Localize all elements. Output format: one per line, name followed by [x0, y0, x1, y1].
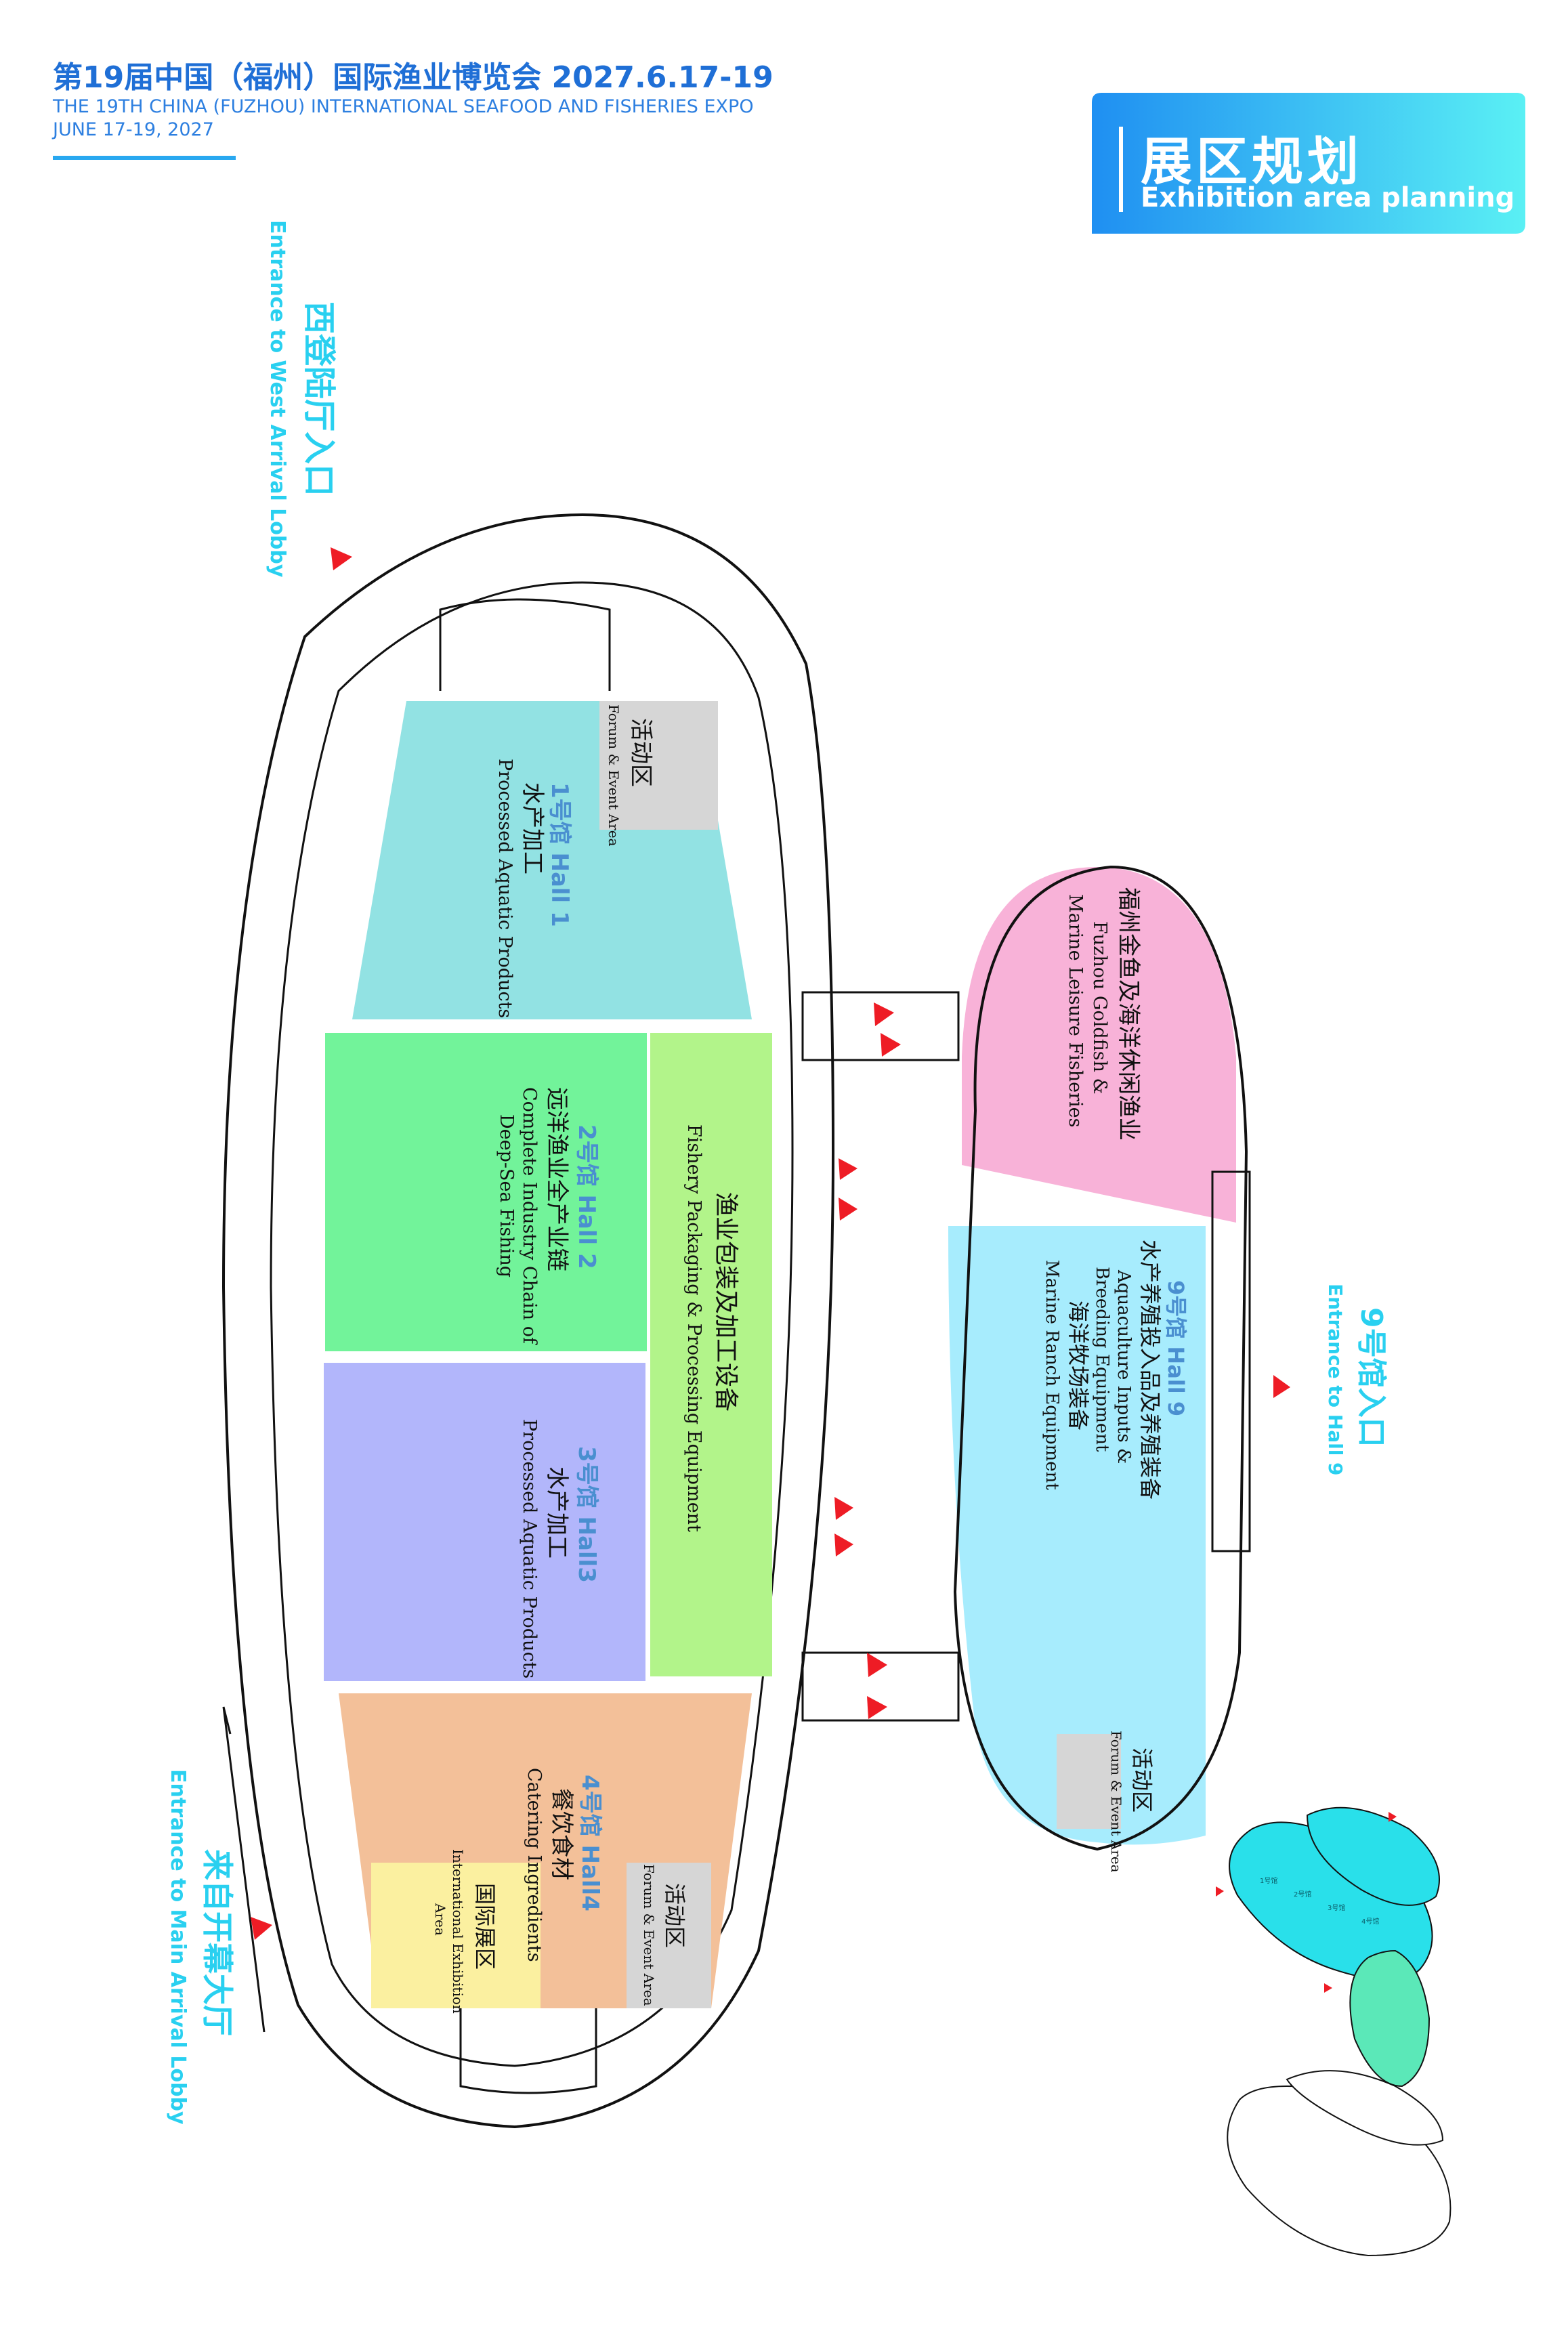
international-cn: 国际展区 [472, 1883, 498, 1970]
badge-background [1092, 93, 1525, 234]
hall-9-cn-1: 水产养殖投入品及养殖装备 [1137, 1240, 1163, 1500]
minimap-label-4: 4号馆 [1361, 1917, 1379, 1926]
hall-3-name: 3号馆 Hall3 [573, 1446, 600, 1583]
hall-1-cn: 水产加工 [519, 782, 546, 874]
header-underline [53, 156, 236, 160]
hall-9-en-1: Aquaculture Inputs & [1114, 1269, 1134, 1464]
hall-9-event-cn: 活动区 [1129, 1748, 1155, 1813]
hall-1-event-cn: 活动区 [627, 718, 654, 787]
hall-1-event-en: Forum & Event Area [606, 704, 622, 847]
hall-1-labels: 1号馆 Hall 1 水产加工 Processed Aquatic Produc… [494, 759, 573, 1018]
hall-3-en: Processed Aquatic Products [519, 1419, 540, 1678]
hall-9-en-3: Marine Ranch Equipment [1042, 1260, 1062, 1490]
west-entrance-label: 西登陆厅入口 Entrance to West Arrival Lobby [266, 220, 338, 578]
badge-divider [1119, 127, 1123, 212]
main-entrance-cn: 来自开幕大厅 [199, 1849, 236, 2036]
hall-1-name: 1号馆 Hall 1 [546, 782, 573, 927]
hall-1-event-area [599, 701, 718, 830]
hall-9-leisure-cn: 福州金鱼及海洋休闲渔业 [1115, 887, 1142, 1141]
hall-1-en: Processed Aquatic Products [494, 759, 515, 1018]
hall-4-en: Catering Ingredients [524, 1768, 545, 1962]
hall-2-en-2: Deep-Sea Fishing [496, 1114, 517, 1277]
hall-9-event-area [1057, 1734, 1121, 1829]
badge-title-en: Exhibition area planning [1141, 182, 1515, 213]
expo-subtitle-en: THE 19TH CHINA (FUZHOU) INTERNATIONAL SE… [53, 96, 754, 117]
hall-2-name: 2号馆 Hall 2 [573, 1124, 600, 1269]
hall-4-event-labels: 活动区 Forum & Event Area [641, 1864, 687, 2006]
hall-2-labels: 2号馆 Hall 2 远洋渔业全产业链 Complete Industry Ch… [496, 1087, 600, 1345]
main-building-outline [221, 513, 835, 2129]
hall9-entrance-label: 9号馆入口 Entrance to Hall 9 [1324, 1284, 1389, 1476]
hall9-entrance-en: Entrance to Hall 9 [1324, 1284, 1347, 1476]
hall-9-leisure-labels: 福州金鱼及海洋休闲渔业 Fuzhou Goldfish & Marine Lei… [1065, 887, 1142, 1141]
international-en-1: International Exhibition [450, 1849, 466, 2014]
hall-9-event-en: Forum & Event Area [1108, 1731, 1124, 1873]
hall-2-cn: 远洋渔业全产业链 [543, 1087, 570, 1271]
badge-title-cn: 展区规划 [1141, 131, 1363, 192]
hall-4-cn: 餐饮食材 [548, 1788, 575, 1880]
minimap-label-3: 3号馆 [1328, 1903, 1345, 1912]
hall-2-en-1: Complete Industry Chain of [519, 1087, 540, 1345]
hall-4-event-cn: 活动区 [662, 1883, 687, 1948]
fishery-packaging-labels: 渔业包装及加工设备 Fishery Packaging & Processing… [683, 1124, 740, 1532]
hall-9-en-2: Breeding Equipment [1092, 1267, 1112, 1452]
hall-4-event-en: Forum & Event Area [641, 1864, 657, 2006]
hall9-entrance-cn: 9号馆入口 [1354, 1307, 1389, 1447]
hall-9-name: 9号馆 Hall 9 [1163, 1280, 1189, 1416]
hall-4-labels: 4号馆 Hall4 餐饮食材 Catering Ingredients [524, 1768, 603, 1962]
hall-3-cn: 水产加工 [543, 1466, 570, 1559]
hall-9-building [948, 865, 1251, 1851]
hall-4-name: 4号馆 Hall4 [576, 1775, 603, 1911]
section-badge: 展区规划 Exhibition area planning [1092, 93, 1525, 234]
hall-9-leisure-en-2: Marine Leisure Fisheries [1065, 894, 1086, 1127]
minimap: 1号馆 2号馆 3号馆 4号馆 [1216, 1806, 1452, 2257]
hall-9-cn-2: 海洋牧场装备 [1065, 1300, 1091, 1431]
hall-9-labels: 9号馆 Hall 9 水产养殖投入品及养殖装备 Aquaculture Inpu… [1042, 1240, 1189, 1500]
minimap-label-2: 2号馆 [1294, 1890, 1311, 1899]
international-zone [371, 1863, 541, 2008]
fishery-packaging-en: Fishery Packaging & Processing Equipment [683, 1124, 704, 1532]
main-entrance-en: Entrance to Main Arrival Lobby [166, 1769, 190, 2125]
minimap-label-1: 1号馆 [1260, 1876, 1277, 1885]
international-en-2: Area [432, 1903, 448, 1936]
west-entrance-en: Entrance to West Arrival Lobby [266, 220, 289, 578]
fishery-packaging-zone [650, 1033, 772, 1676]
hall-2-zone [325, 1033, 647, 1351]
entrance-markers [251, 547, 1290, 1940]
main-entrance-label: 来自开幕大厅 Entrance to Main Arrival Lobby [166, 1769, 236, 2125]
hall-9-event-labels: 活动区 Forum & Event Area [1108, 1731, 1155, 1873]
hall-9-leisure-en-1: Fuzhou Goldfish & [1089, 921, 1110, 1095]
west-entrance-cn: 西登陆厅入口 [300, 301, 338, 496]
hall-3-labels: 3号馆 Hall3 水产加工 Processed Aquatic Product… [519, 1419, 600, 1678]
expo-date-en: JUNE 17-19, 2027 [53, 119, 214, 140]
fishery-packaging-cn: 渔业包装及加工设备 [712, 1192, 740, 1412]
hall-4-event-area [627, 1863, 711, 2008]
expo-title: 第19届中国（福州）国际渔业博览会 2027.6.17-19 [53, 60, 774, 95]
international-labels: 国际展区 International Exhibition Area [432, 1849, 498, 2014]
hall-1-event-labels: 活动区 Forum & Event Area [606, 704, 654, 847]
hall-3-zone [324, 1363, 645, 1681]
walkways [801, 991, 960, 1722]
